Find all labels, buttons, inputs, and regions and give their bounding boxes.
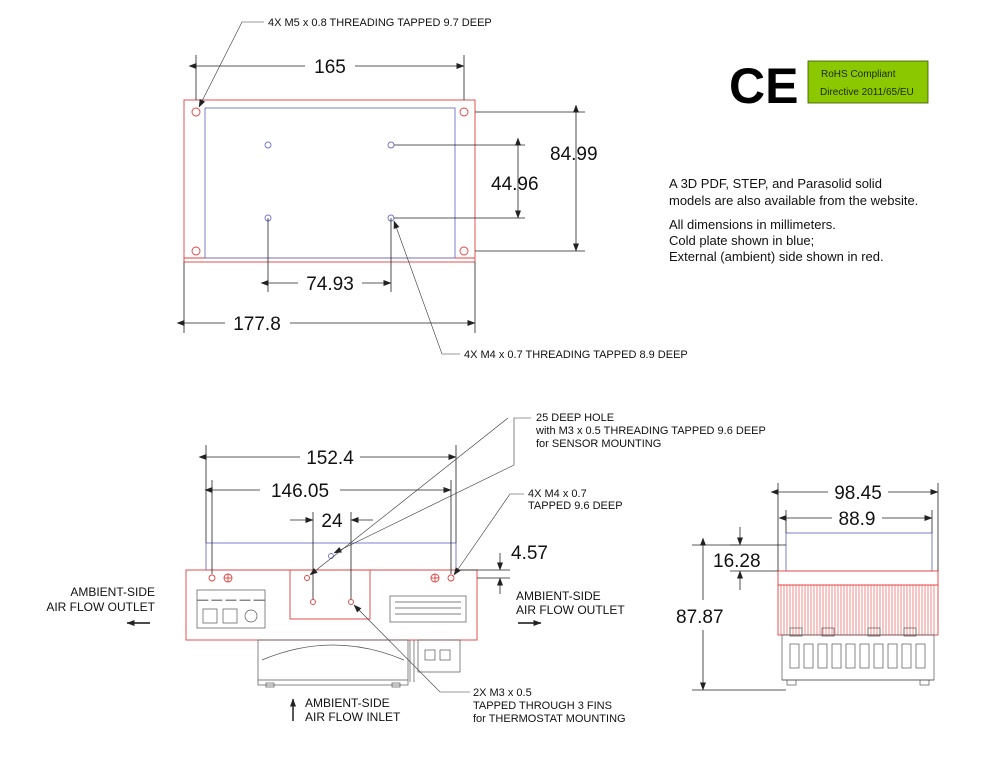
note-m5-threading: 4X M5 x 0.8 THREADING TAPPED 9.7 DEEP	[268, 17, 492, 29]
note-sensor-hole-3: for SENSOR MOUNTING	[536, 438, 661, 450]
dim-44-96: 44.96	[491, 174, 539, 195]
note-sensor-hole-2: with M3 x 0.5 THREADING TAPPED 9.6 DEEP	[535, 425, 766, 437]
left-label-plate	[196, 589, 266, 629]
side-heatsink	[777, 570, 939, 586]
dim-24: 24	[321, 511, 343, 532]
dim-4-57: 4.57	[511, 543, 548, 564]
note-m4-tapped-1: 4X M4 x 0.7	[528, 488, 587, 500]
cold-sensor-hole-icon	[328, 553, 334, 559]
info-line-2: models are also available from the websi…	[669, 193, 918, 208]
ce-mark: CE	[729, 58, 798, 114]
dim-152-4: 152.4	[306, 448, 354, 469]
front-view: — — — — — 152.4	[46, 412, 766, 725]
note-m4-tapped-2: TAPPED 9.6 DEEP	[528, 500, 623, 512]
dim-84-99: 84.99	[550, 144, 598, 165]
connector-slot	[873, 643, 884, 669]
side-fins	[780, 585, 935, 635]
m5-hole-icon	[459, 246, 469, 256]
dim-16-28: 16.28	[713, 551, 761, 572]
m5-hole-icon	[191, 107, 201, 117]
dim-74-93: 74.93	[306, 274, 354, 295]
dim-88-9: 88.9	[839, 509, 876, 530]
info-line-3: All dimensions in millimeters.	[669, 217, 836, 232]
note-thermostat-1: 2X M3 x 0.5	[473, 687, 532, 699]
info-notes: A 3D PDF, STEP, and Parasolid solid mode…	[669, 176, 918, 264]
rohs-line-1: RoHS Compliant	[821, 69, 896, 80]
m5-hole-icon	[191, 246, 201, 256]
note-thermostat-3: for THERMOSTAT MOUNTING	[473, 713, 626, 725]
front-connector	[417, 639, 461, 673]
connector-slot	[887, 643, 898, 669]
info-line-1: A 3D PDF, STEP, and Parasolid solid	[669, 176, 882, 191]
airflow-inlet-1: AMBIENT-SIDE	[305, 696, 390, 710]
front-fan	[257, 639, 409, 686]
m4-hole-icon	[264, 141, 272, 149]
front-m4-hole-icon	[208, 574, 216, 582]
thermostat-hole-icon	[348, 599, 354, 605]
front-m4-hole-icon	[447, 574, 455, 582]
info-line-4: Cold plate shown in blue;	[669, 233, 814, 248]
airflow-outlet-right-2: AIR FLOW OUTLET	[516, 603, 625, 617]
connector-slot	[803, 643, 814, 669]
front-cold-plate	[205, 542, 457, 571]
airflow-outlet-left-2: AIR FLOW OUTLET	[46, 600, 155, 614]
airflow-outlet-left-1: AMBIENT-SIDE	[70, 585, 155, 599]
connector-slot	[831, 643, 842, 669]
info-line-5: External (ambient) side shown in red.	[669, 249, 884, 264]
note-m4-threading: 4X M4 x 0.7 THREADING TAPPED 8.9 DEEP	[464, 349, 688, 361]
right-label-plate	[389, 595, 467, 623]
svg-text:— — — — —: — — — — —	[197, 594, 264, 606]
airflow-outlet-right-1: AMBIENT-SIDE	[516, 589, 601, 603]
connector-slot	[901, 643, 912, 669]
dim-146-05: 146.05	[271, 481, 329, 502]
connector-slot	[859, 643, 870, 669]
dim-165: 165	[314, 57, 346, 78]
connector-slot	[817, 643, 828, 669]
dim-98-45: 98.45	[834, 483, 882, 504]
airflow-inlet-2: AIR FLOW INLET	[305, 710, 401, 724]
side-view: 98.45 88.9 16.28 87.87	[676, 483, 939, 691]
certification-badges: CE RoHS Compliant Directive 2011/65/EU	[729, 58, 929, 114]
connector-slot	[789, 643, 800, 669]
side-cold-plate	[785, 532, 933, 572]
top-cold-plate-outline	[204, 107, 456, 259]
note-thermostat-2: TAPPED THROUGH 3 FINS	[473, 700, 612, 712]
note-sensor-hole-1: 25 DEEP HOLE	[536, 412, 614, 424]
rohs-line-2: Directive 2011/65/EU	[820, 87, 914, 98]
dim-177-8: 177.8	[233, 314, 281, 335]
connector-slot	[845, 643, 856, 669]
top-ambient-outline	[183, 99, 476, 263]
m4-hole-icon	[387, 141, 395, 149]
dim-87-87: 87.87	[676, 607, 724, 628]
thermostat-hole-icon	[310, 599, 316, 605]
rohs-badge	[807, 60, 929, 104]
connector-slot	[915, 643, 926, 669]
side-connector-slots	[789, 643, 926, 669]
m5-hole-icon	[459, 107, 469, 117]
sensor-hole-icon	[304, 575, 310, 581]
top-view: 165 84.99 44.96 74.93 177.8 4X M5 x 0.8 …	[176, 17, 688, 361]
